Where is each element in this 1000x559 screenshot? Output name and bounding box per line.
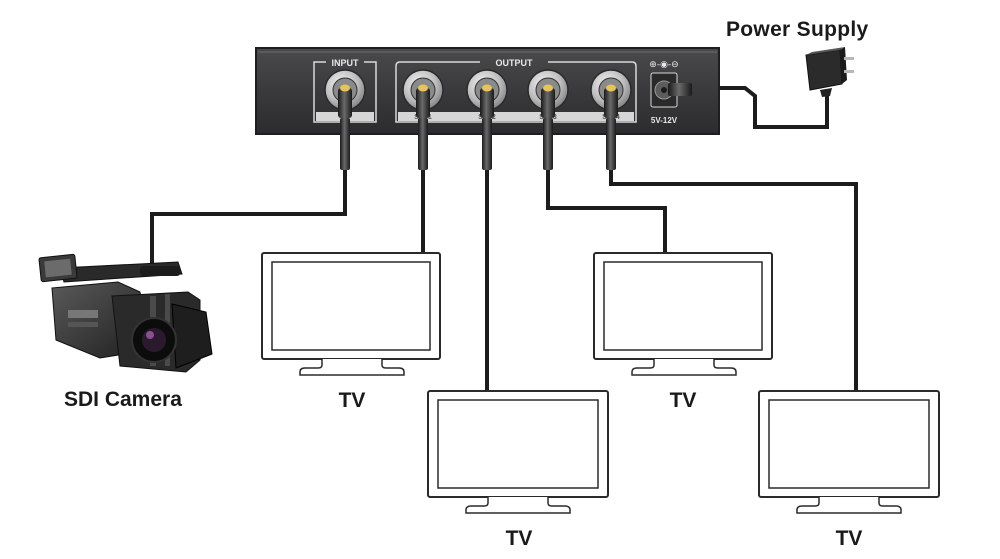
port-label-strip: [316, 112, 634, 121]
tv-3-label: TV: [505, 527, 533, 550]
power-jack: ⊕-◉-⊖ 5V-12V: [649, 60, 692, 125]
cable-camera-input: [150, 170, 347, 270]
output-group-bracket: [395, 61, 637, 123]
tv-4-label: TV: [835, 527, 863, 550]
bnc-plug-output-2: [480, 84, 494, 170]
tv-1-label: TV: [338, 389, 366, 412]
dc-plug: [668, 83, 692, 96]
power-supply-label: Power Supply: [726, 18, 869, 41]
bnc-plugs: [338, 84, 618, 170]
cable-output-4-tv: [609, 170, 858, 390]
bnc-plug-output-3: [541, 84, 555, 170]
sdi-camera-icon: [38, 253, 213, 373]
tv-3: [427, 390, 609, 514]
polarity-icon: ⊕-◉-⊖: [649, 60, 678, 70]
tv-1: [261, 252, 441, 376]
output-label: OUTPUT: [496, 58, 534, 68]
power-adapter-icon: [805, 47, 854, 97]
cable-power: [690, 86, 829, 129]
bnc-plug-output-4: [604, 84, 618, 170]
power-jack-label: 5V-12V: [651, 116, 678, 125]
tv-2-label: TV: [669, 389, 697, 412]
sdi-splitter-device: INPUT OUTPUT SDI 1 SDI 2 SDI 3 SDI 4: [255, 47, 720, 170]
tv-2: [593, 252, 773, 376]
sdi-camera-label: SDI Camera: [64, 388, 182, 411]
tv-4: [758, 390, 940, 514]
input-label: INPUT: [332, 58, 360, 68]
cables: [150, 86, 858, 390]
bnc-plug-output-1: [416, 84, 430, 170]
cable-output-3-tv: [546, 170, 667, 253]
bnc-plug-input: [338, 84, 352, 170]
